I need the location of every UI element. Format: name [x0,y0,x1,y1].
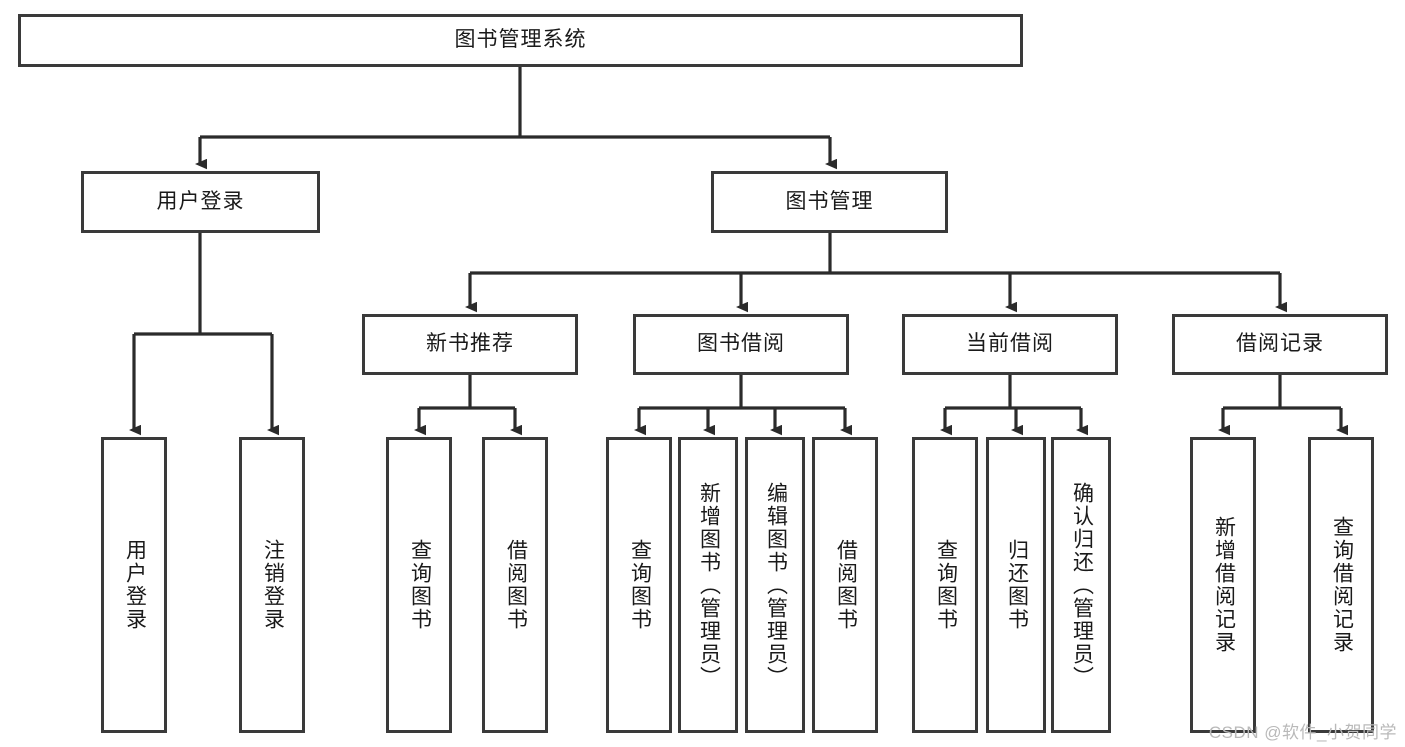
leaf-user-logout[interactable]: 注销登录 [239,437,305,733]
leaf-user-login[interactable]: 用户登录 [101,437,167,733]
leaf-user-logout-label: 注销登录 [261,539,285,631]
node-user-login-label: 用户登录 [156,189,245,213]
leaf-current-return-book-label: 归还图书 [1005,539,1029,631]
leaf-borrow-query-book-label: 查询图书 [628,539,652,631]
node-root[interactable]: 图书管理系统 [18,14,1023,67]
leaf-record-query-record-label: 查询借阅记录 [1330,516,1354,654]
leaf-current-query-book-label: 查询图书 [934,539,958,631]
leaf-borrow-edit-book-admin[interactable]: 编辑图书（管理员） [745,437,805,733]
node-user-login[interactable]: 用户登录 [81,171,320,233]
node-borrow-record[interactable]: 借阅记录 [1172,314,1388,375]
leaf-borrow-edit-book-admin-label: 编辑图书（管理员） [764,481,788,689]
leaf-current-return-book[interactable]: 归还图书 [986,437,1046,733]
leaf-borrow-borrow-book-label: 借阅图书 [834,539,858,631]
node-new-book-recommend[interactable]: 新书推荐 [362,314,578,375]
node-current-borrow[interactable]: 当前借阅 [902,314,1118,375]
node-new-book-recommend-label: 新书推荐 [426,332,514,356]
leaf-borrow-add-book-admin[interactable]: 新增图书（管理员） [678,437,738,733]
node-book-borrow-label: 图书借阅 [697,332,785,356]
leaf-borrow-query-book[interactable]: 查询图书 [606,437,672,733]
node-book-management[interactable]: 图书管理 [711,171,948,233]
leaf-current-confirm-return-admin[interactable]: 确认归还（管理员） [1051,437,1111,733]
leaf-borrow-add-book-admin-label: 新增图书（管理员） [697,481,721,689]
leaf-user-login-label: 用户登录 [123,539,147,631]
leaf-newbook-query-book-label: 查询图书 [408,539,432,631]
node-book-management-label: 图书管理 [785,189,874,213]
leaf-current-query-book[interactable]: 查询图书 [912,437,978,733]
leaf-newbook-borrow-book-label: 借阅图书 [504,539,528,631]
node-borrow-record-label: 借阅记录 [1236,332,1324,356]
leaf-newbook-borrow-book[interactable]: 借阅图书 [482,437,548,733]
leaf-record-add-record-label: 新增借阅记录 [1212,516,1236,654]
node-root-label: 图书管理系统 [454,28,587,52]
node-book-borrow[interactable]: 图书借阅 [633,314,849,375]
leaf-record-query-record[interactable]: 查询借阅记录 [1308,437,1374,733]
leaf-current-confirm-return-admin-label: 确认归还（管理员） [1070,481,1094,689]
leaf-newbook-query-book[interactable]: 查询图书 [386,437,452,733]
leaf-borrow-borrow-book[interactable]: 借阅图书 [812,437,878,733]
leaf-record-add-record[interactable]: 新增借阅记录 [1190,437,1256,733]
node-current-borrow-label: 当前借阅 [966,332,1054,356]
watermark: CSDN @软件_小贺同学 [1208,723,1397,742]
